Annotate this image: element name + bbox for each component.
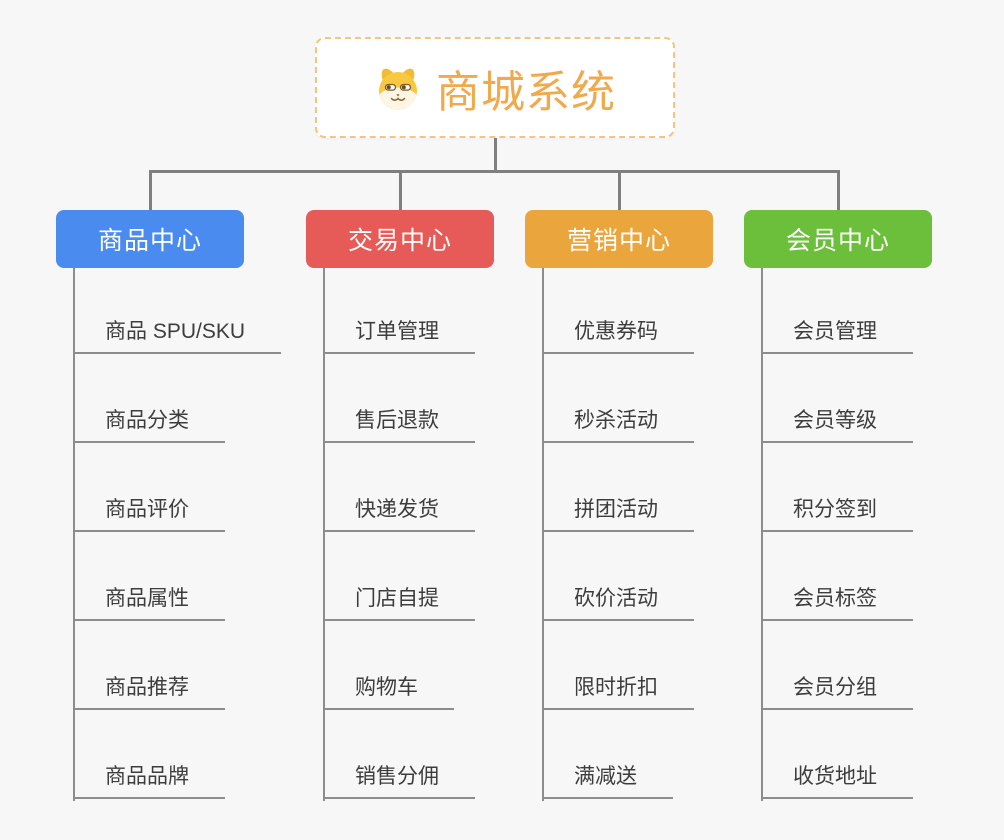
branch-topic-label: 商品中心 xyxy=(97,227,202,255)
branch-trunk-line xyxy=(542,268,544,801)
leaf-topic[interactable]: 砍价活动 xyxy=(542,585,694,621)
connector-line xyxy=(150,170,838,173)
leaf-topic[interactable]: 商品分类 xyxy=(73,407,225,443)
leaf-topic[interactable]: 商品品牌 xyxy=(73,763,225,799)
branch-trunk-line xyxy=(73,268,75,801)
dog-icon xyxy=(374,65,422,111)
leaf-topic[interactable]: 快递发货 xyxy=(323,496,475,532)
leaf-topic[interactable]: 积分签到 xyxy=(761,496,913,532)
branch-topic-0[interactable]: 商品中心 xyxy=(56,210,244,268)
leaf-topic[interactable]: 秒杀活动 xyxy=(542,407,694,443)
leaf-topic[interactable]: 拼团活动 xyxy=(542,496,694,532)
connector-line xyxy=(493,138,497,173)
leaf-topic[interactable]: 会员分组 xyxy=(761,674,913,710)
branch-topic-3[interactable]: 会员中心 xyxy=(744,210,932,268)
connector-line xyxy=(398,170,402,210)
leaf-topic[interactable]: 商品 SPU/SKU xyxy=(73,318,282,354)
leaf-topic[interactable]: 满减送 xyxy=(542,763,673,799)
leaf-topic[interactable]: 会员管理 xyxy=(761,318,913,354)
branch-trunk-line xyxy=(323,268,325,801)
branch-topic-1[interactable]: 交易中心 xyxy=(306,210,494,268)
leaf-topic[interactable]: 会员标签 xyxy=(761,585,913,621)
root-topic[interactable]: 商城系统 xyxy=(315,37,675,138)
leaf-topic[interactable]: 会员等级 xyxy=(761,407,913,443)
leaf-topic[interactable]: 销售分佣 xyxy=(323,763,475,799)
leaf-topic[interactable]: 商品推荐 xyxy=(73,674,225,710)
connector-line xyxy=(617,170,621,210)
leaf-topic[interactable]: 限时折扣 xyxy=(542,674,694,710)
branch-topic-label: 营销中心 xyxy=(566,227,671,255)
branch-trunk-line xyxy=(761,268,763,801)
branch-topic-label: 交易中心 xyxy=(347,227,452,255)
branch-topic-2[interactable]: 营销中心 xyxy=(525,210,713,268)
leaf-topic[interactable]: 商品属性 xyxy=(73,585,225,621)
connector-line xyxy=(148,170,152,210)
branch-topic-label: 会员中心 xyxy=(785,227,890,255)
leaf-topic[interactable]: 优惠券码 xyxy=(542,318,694,354)
root-topic-label: 商城系统 xyxy=(436,67,616,117)
leaf-topic[interactable]: 订单管理 xyxy=(323,318,475,354)
leaf-topic[interactable]: 门店自提 xyxy=(323,585,475,621)
leaf-topic[interactable]: 售后退款 xyxy=(323,407,475,443)
leaf-topic[interactable]: 商品评价 xyxy=(73,496,225,532)
leaf-topic[interactable]: 购物车 xyxy=(323,674,454,710)
connector-line xyxy=(836,170,840,210)
leaf-topic[interactable]: 收货地址 xyxy=(761,763,913,799)
